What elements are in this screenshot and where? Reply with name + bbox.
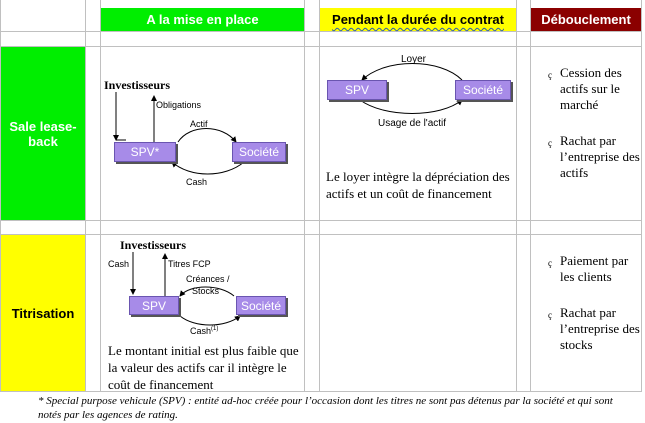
header-mise-en-place: A la mise en place [101,8,304,31]
grid-line [0,220,641,221]
header-pendant-text: Pendant la durée du contrat [332,12,504,27]
slb-spv-box: SPV* [114,142,176,162]
titr-debouclement-item: ç Rachat par l’entreprise des stocks [548,305,640,352]
slb-loyer-label: Loyer [401,54,427,65]
bullet-icon: ç [548,258,552,268]
footnote: * Special purpose vehicule (SPV) : entit… [38,395,613,421]
slb-pendant-spv-box: SPV [327,80,387,100]
titr-investisseurs-label: Investisseurs [120,238,187,252]
slb-pendant-text: Le loyer intègre la dépréciation des act… [326,169,510,201]
titr-debouclement-item: ç Paiement par les clients [548,253,629,284]
bullet-icon: ç [548,310,552,320]
titr-societe-box: Société [236,296,286,315]
slb-debouclement-item: ç Rachat par l’entreprise des actifs [548,133,640,180]
titr-mise-text: Le montant initial est plus faible que l… [108,343,299,392]
grid-line [319,0,320,392]
grid-line [0,31,641,32]
grid-line [530,0,531,392]
slb-societe-box: Société [232,142,286,162]
row-label-titrisation: Titrisation [1,235,85,391]
titr-cash2-label: Cash(1) [190,326,219,336]
grid-line [0,0,1,392]
slb-usage-label: Usage de l'actif [378,118,447,129]
bullet-icon: ç [548,138,552,148]
titr-spv-box: SPV [129,296,179,315]
slb-investisseurs-label: Investisseurs [104,78,171,92]
titr-titres-label: Titres FCP [168,259,211,269]
header-pendant: Pendant la durée du contrat [320,8,516,31]
grid-line [0,391,641,392]
titr-stocks-label: Stocks [192,286,220,296]
grid-line [641,0,642,392]
grid-line [100,0,101,392]
slb-obligations-label: Obligations [156,100,202,110]
row-label-sale-lease-back: Sale lease-back [1,47,85,220]
grid-line [0,234,641,235]
bullet-icon: ç [548,70,552,80]
slb-debouclement-item: ç Cession des actifs sur le marché [548,65,622,112]
grid-line [85,0,86,392]
titr-creances-label: Créances / [186,274,230,284]
slb-actif-label: Actif [190,119,208,129]
grid-line [0,46,641,47]
grid-line [304,0,305,392]
slb-cash-label: Cash [186,177,208,187]
slb-pendant-societe-box: Société [455,80,511,100]
header-debouclement: Débouclement [531,8,641,31]
grid-line [516,0,517,392]
titr-cash-label: Cash [108,259,130,269]
